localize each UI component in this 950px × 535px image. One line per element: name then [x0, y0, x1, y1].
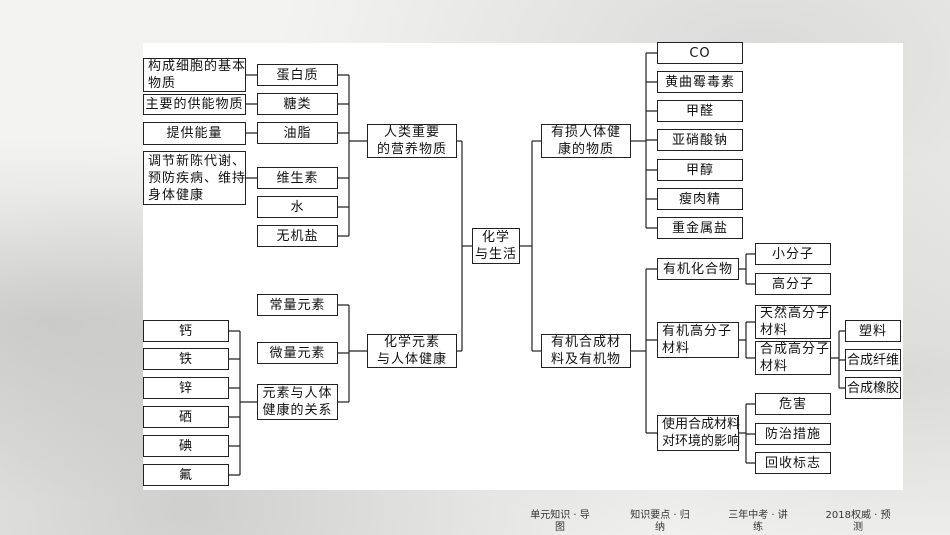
harmful-item: CO: [657, 42, 743, 64]
synthetic-polymer-label: 合成高分子 材料: [760, 342, 831, 374]
nav-key-points-label: 知识要点 · 归 纳: [630, 510, 690, 533]
plastic: 塑料: [845, 320, 901, 342]
nav-exam-practice-label: 三年中考 · 讲 练: [728, 510, 788, 533]
prevention: 防治措施: [755, 423, 831, 445]
branch-nutrients: 人类重要 的营养物质: [367, 124, 457, 158]
nav-exam-practice[interactable]: 三年中考 · 讲 练: [718, 510, 798, 534]
harm: 危害: [755, 393, 831, 415]
prevention-label: 防治措施: [764, 426, 821, 442]
harmful-item: 瘦肉精: [657, 188, 743, 210]
element-item: 钙: [143, 320, 229, 342]
recycling: 回收标志: [755, 452, 831, 474]
branch-materials: 有机合成材 料及有机物: [541, 334, 631, 368]
small-molecule-label: 小分子: [771, 246, 814, 262]
natural-polymer-label: 天然高分子 材料: [760, 306, 831, 338]
organic-compound: 有机化合物: [657, 258, 739, 280]
harmful-item-label: 亚硝酸钠: [671, 132, 728, 148]
nutrient-vitamin: 维生素: [257, 167, 338, 189]
branch-harmful-label: 有损人体健 康的物质: [550, 125, 621, 157]
nav-forecast-label: 2018权威 · 预 测: [825, 510, 891, 533]
element-item: 锌: [143, 377, 229, 399]
nav-knowledge-map[interactable]: 单元知识 · 导 图: [520, 510, 600, 534]
harmful-item-label: CO: [689, 45, 711, 61]
fat-role-text: 提供能量: [166, 126, 223, 141]
element-item: 氟: [143, 464, 229, 486]
branch-harmful: 有损人体健 康的物质: [541, 124, 631, 158]
harmful-item-label: 甲醛: [685, 103, 714, 119]
harmful-item-label: 甲醇: [685, 162, 714, 178]
fat-role-box: 提供能量: [143, 122, 246, 145]
harmful-item-label: 瘦肉精: [678, 191, 721, 207]
element-item: 碘: [143, 435, 229, 457]
nutrient-sugar-label: 糖类: [283, 96, 312, 112]
vitamin-role-box: 调节新陈代谢、 预防疾病、维持 身体健康: [143, 151, 246, 205]
nav-forecast[interactable]: 2018权威 · 预 测: [818, 510, 898, 534]
harmful-item-label: 重金属盐: [671, 220, 728, 236]
element-relation-label: 元素与人体 健康的关系: [262, 386, 333, 418]
nav-key-points[interactable]: 知识要点 · 归 纳: [620, 510, 700, 534]
element-item-label: 锌: [178, 380, 193, 396]
element-macro-label: 常量元素: [269, 297, 326, 313]
natural-polymer: 天然高分子 材料: [755, 305, 831, 339]
element-relation: 元素与人体 健康的关系: [257, 384, 338, 420]
polymer-materials-label: 有机高分子 材料: [662, 324, 733, 356]
nutrient-water: 水: [257, 196, 338, 218]
harmful-item: 黄曲霉毒素: [657, 71, 743, 93]
branch-elements-label: 化学元素 与人体健康: [376, 335, 447, 367]
plastic-label: 塑料: [858, 323, 887, 339]
nutrient-vitamin-label: 维生素: [276, 170, 319, 186]
synthetic-fiber-label: 合成纤维: [846, 352, 899, 368]
nutrient-protein-label: 蛋白质: [276, 67, 319, 83]
center-node-label: 化学 与生活: [474, 230, 517, 262]
large-molecule-label: 高分子: [771, 276, 814, 292]
element-item-label: 硒: [178, 409, 193, 425]
element-micro: 微量元素: [257, 342, 338, 364]
harmful-item: 甲醇: [657, 159, 743, 181]
harmful-item: 亚硝酸钠: [657, 129, 743, 151]
synthetic-polymer: 合成高分子 材料: [755, 341, 831, 375]
element-item: 硒: [143, 406, 229, 428]
element-item: 铁: [143, 348, 229, 370]
protein-role-box: 构成细胞的基本 物质: [143, 58, 246, 92]
element-micro-label: 微量元素: [269, 345, 326, 361]
nutrient-fat-label: 油脂: [283, 125, 312, 141]
synthetic-rubber: 合成橡胶: [845, 377, 901, 399]
center-node: 化学 与生活: [472, 228, 520, 264]
small-molecule: 小分子: [755, 243, 831, 265]
nutrient-water-label: 水: [290, 199, 305, 215]
branch-nutrients-label: 人类重要 的营养物质: [376, 125, 447, 157]
sugar-role-box: 主要的供能物质: [143, 94, 246, 115]
large-molecule: 高分子: [755, 273, 831, 295]
nav-knowledge-map-label: 单元知识 · 导 图: [530, 510, 590, 533]
harmful-item: 甲醛: [657, 100, 743, 122]
nutrient-fat: 油脂: [257, 122, 338, 144]
harm-label: 危害: [778, 396, 807, 412]
nutrient-protein: 蛋白质: [257, 64, 338, 86]
nutrient-inorganic-salt: 无机盐: [257, 225, 338, 247]
harmful-item: 重金属盐: [657, 217, 743, 239]
recycling-label: 回收标志: [764, 455, 821, 471]
env-effect: 使用合成材料 对环境的影响: [657, 415, 741, 451]
polymer-materials: 有机高分子 材料: [657, 322, 739, 358]
synthetic-rubber-label: 合成橡胶: [846, 380, 899, 396]
vitamin-role-text: 调节新陈代谢、 预防疾病、维持 身体健康: [148, 153, 247, 203]
nutrient-inorganic-salt-label: 无机盐: [276, 228, 319, 244]
nutrient-sugar: 糖类: [257, 93, 338, 115]
element-item-label: 铁: [178, 351, 193, 367]
branch-elements: 化学元素 与人体健康: [367, 334, 457, 368]
element-macro: 常量元素: [257, 294, 338, 316]
element-item-label: 氟: [178, 467, 193, 483]
protein-role-text: 构成细胞的基本 物质: [148, 59, 247, 91]
branch-materials-label: 有机合成材 料及有机物: [550, 335, 621, 367]
organic-compound-label: 有机化合物: [662, 261, 733, 277]
sugar-role-text: 主要的供能物质: [145, 97, 244, 112]
harmful-item-label: 黄曲霉毒素: [664, 74, 735, 90]
element-item-label: 碘: [178, 438, 193, 454]
synthetic-fiber: 合成纤维: [845, 349, 901, 371]
element-item-label: 钙: [178, 323, 193, 339]
env-effect-label: 使用合成材料 对环境的影响: [662, 417, 741, 449]
